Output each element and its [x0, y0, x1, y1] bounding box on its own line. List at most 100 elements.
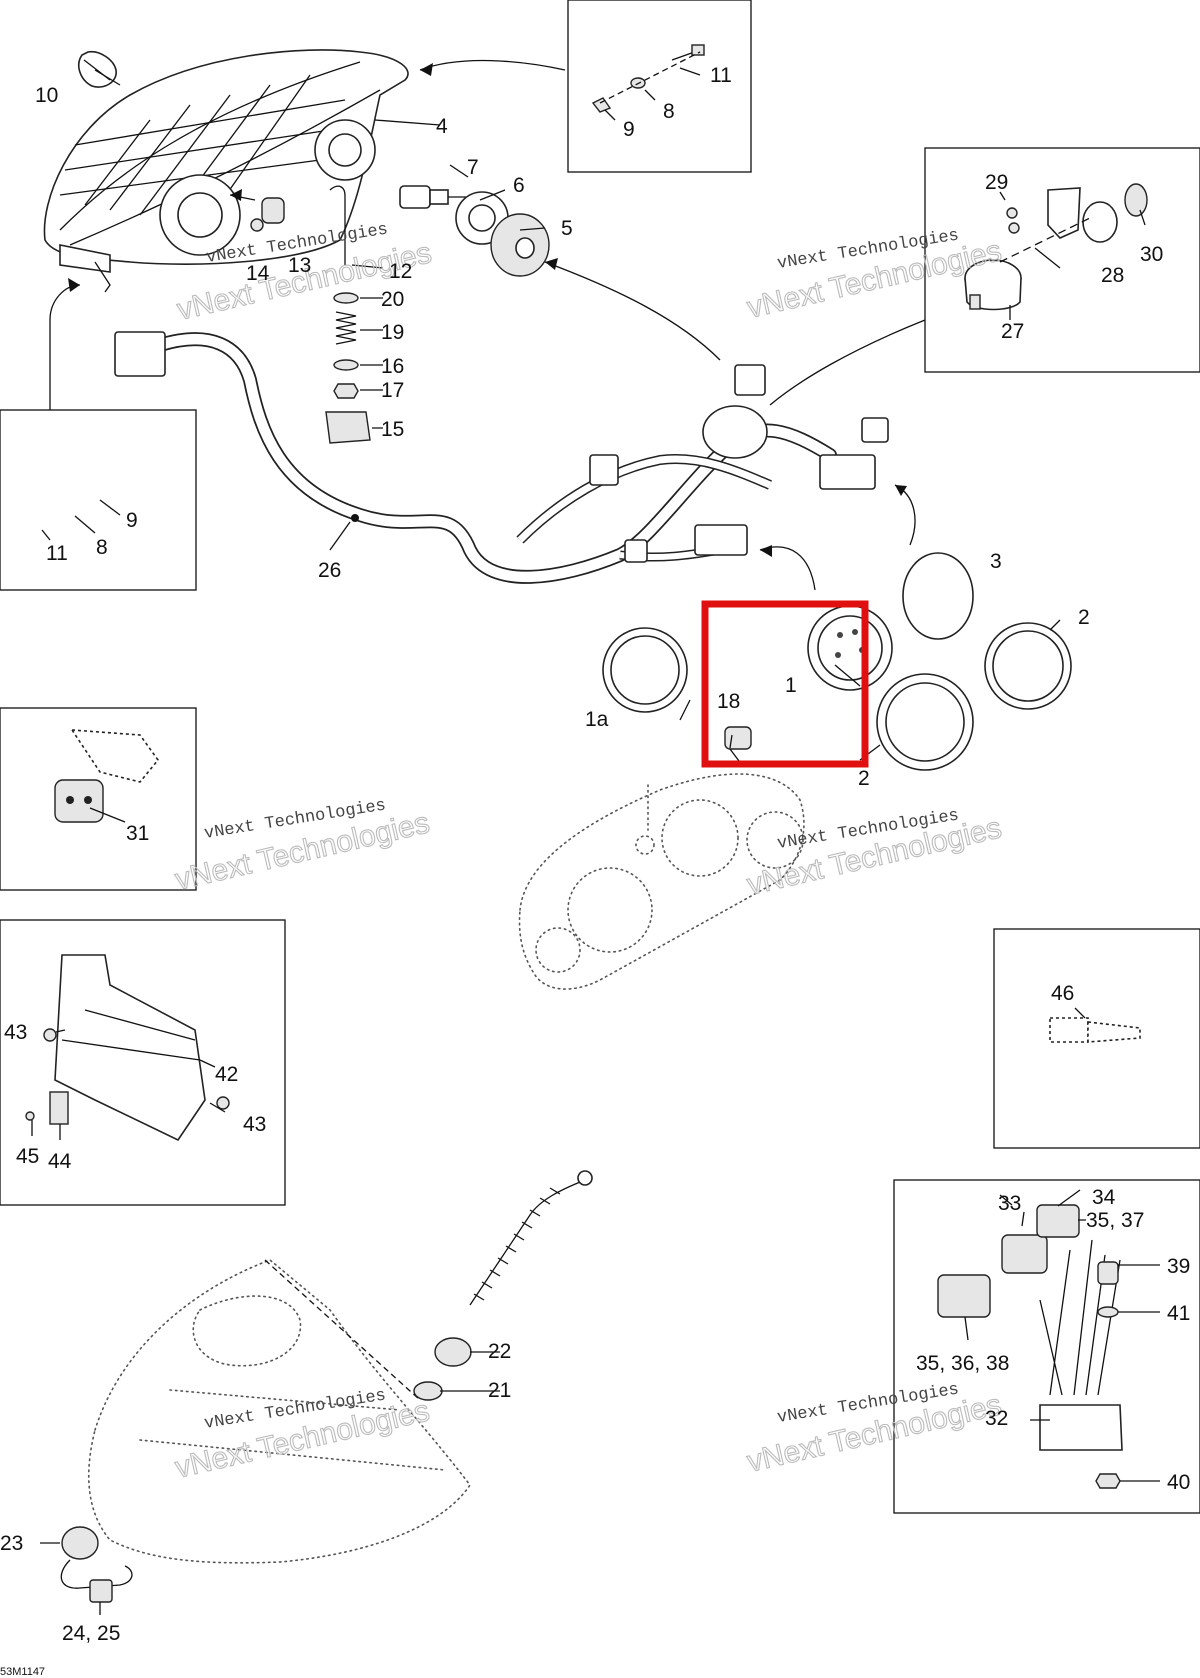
- clip-10: [78, 50, 117, 88]
- clip-44: [49, 1091, 69, 1125]
- callout-label: 4: [436, 115, 448, 138]
- callout-label: 10: [35, 84, 58, 107]
- callout-label: 33: [998, 1192, 1021, 1215]
- switch-23: [60, 1526, 133, 1603]
- bracket-42: [54, 954, 206, 1142]
- nut-40: [1095, 1473, 1121, 1489]
- sensor-46: [1049, 1017, 1141, 1043]
- drawing-code: 53M1147: [0, 1666, 45, 1678]
- inset-box-fasteners-left: [0, 409, 197, 591]
- callout-label: 13: [288, 254, 311, 277]
- console-body-outline: [87, 1259, 471, 1564]
- nut-43-left: [43, 1028, 57, 1042]
- connector-35-36-38: [937, 1274, 991, 1318]
- callout-label: 8: [96, 536, 108, 559]
- pin-12: [329, 185, 346, 265]
- callout-label: 17: [381, 379, 404, 402]
- callout-label: 6: [513, 174, 525, 197]
- connector-33: [1001, 1234, 1048, 1274]
- callout-label: 31: [126, 822, 149, 845]
- screw-11-head: [691, 44, 705, 56]
- callout-label: 26: [318, 559, 341, 582]
- callout-label: 43: [4, 1021, 27, 1044]
- nut-14: [250, 218, 264, 232]
- tether-cord: [469, 1170, 593, 1306]
- inset-box-relay: [924, 147, 1200, 373]
- ring-30: [1124, 183, 1148, 217]
- callout-label: 2: [858, 767, 870, 790]
- callout-label: 35, 37: [1086, 1209, 1144, 1232]
- gasket-28: [1082, 201, 1118, 243]
- nut-29b: [1008, 222, 1020, 234]
- callout-label: 24, 25: [62, 1622, 120, 1645]
- bolt-39: [1097, 1261, 1119, 1285]
- callout-label: 11: [46, 542, 68, 565]
- wiring-harness-26: [114, 331, 889, 584]
- callout-label: 1: [785, 674, 797, 697]
- connector-34: [1036, 1204, 1080, 1238]
- bulb-7: [399, 185, 466, 209]
- callout-label: 11: [710, 64, 732, 87]
- inset-box-fasteners-top: [567, 0, 752, 173]
- washer-20: [333, 292, 359, 304]
- bracket-28: [1047, 187, 1081, 239]
- callout-label: 29: [985, 171, 1008, 194]
- regulator-32: [1039, 1239, 1123, 1451]
- callout-label: 21: [488, 1379, 511, 1402]
- nut-17: [333, 383, 359, 399]
- highlight-box: [701, 600, 869, 768]
- callout-label: 34: [1092, 1186, 1116, 1209]
- callout-label: 5: [561, 217, 573, 240]
- callout-label: 9: [623, 118, 635, 141]
- callout-label: 20: [381, 288, 404, 311]
- key-22: [434, 1337, 472, 1367]
- callout-label: 15: [381, 418, 404, 441]
- callout-label: 28: [1101, 264, 1124, 287]
- dashboard-panel-outline: [518, 773, 805, 990]
- headlamp-housing: [43, 49, 409, 293]
- leader-lines: [31, 59, 1160, 1615]
- callout-label: 2: [1078, 606, 1090, 629]
- callout-label: 30: [1140, 243, 1163, 266]
- callout-label: 22: [488, 1340, 511, 1363]
- nut-43-right: [216, 1096, 230, 1110]
- callout-label: 46: [1051, 982, 1074, 1005]
- ring-2-lower: [876, 673, 974, 771]
- screw-45: [25, 1111, 35, 1121]
- callout-label: 45: [16, 1145, 39, 1168]
- grommet-13: [261, 197, 285, 224]
- callout-label: 8: [663, 100, 675, 123]
- inset-box-regulator: [893, 1179, 1200, 1514]
- ring-2-upper: [984, 622, 1072, 710]
- switch-18: [724, 726, 752, 766]
- callout-label: 23: [0, 1532, 23, 1555]
- callout-label: 42: [215, 1063, 238, 1086]
- washer-16: [333, 359, 359, 371]
- bushing-15: [325, 411, 371, 444]
- inset-box-bracket: [0, 919, 286, 1206]
- callout-label: 43: [243, 1113, 266, 1136]
- callout-label: 12: [389, 260, 412, 283]
- callout-label: 7: [467, 156, 479, 179]
- lens-3: [902, 552, 974, 640]
- callout-label: 35, 36, 38: [916, 1352, 1009, 1375]
- ring-1a: [602, 627, 688, 713]
- cap-5: [490, 213, 550, 277]
- connector-31: [54, 729, 160, 823]
- callout-label: 19: [381, 321, 404, 344]
- callout-label: 3: [990, 550, 1002, 573]
- callout-label: 39: [1167, 1255, 1190, 1278]
- callout-label: 18: [717, 690, 740, 713]
- callout-label: 27: [1001, 320, 1024, 343]
- callout-label: 44: [48, 1150, 72, 1173]
- relay-27: [964, 259, 1022, 311]
- nut-29a: [1006, 207, 1018, 219]
- callout-label: 32: [985, 1407, 1008, 1430]
- washer-41: [1097, 1306, 1119, 1318]
- callout-label: 16: [381, 355, 404, 378]
- callout-label: 41: [1167, 1302, 1190, 1325]
- inset-box-sensor: [993, 928, 1200, 1149]
- watermark-group: vNext Technologies vNext Technologies vN…: [172, 220, 1005, 1485]
- grommet-9-top: [591, 97, 612, 113]
